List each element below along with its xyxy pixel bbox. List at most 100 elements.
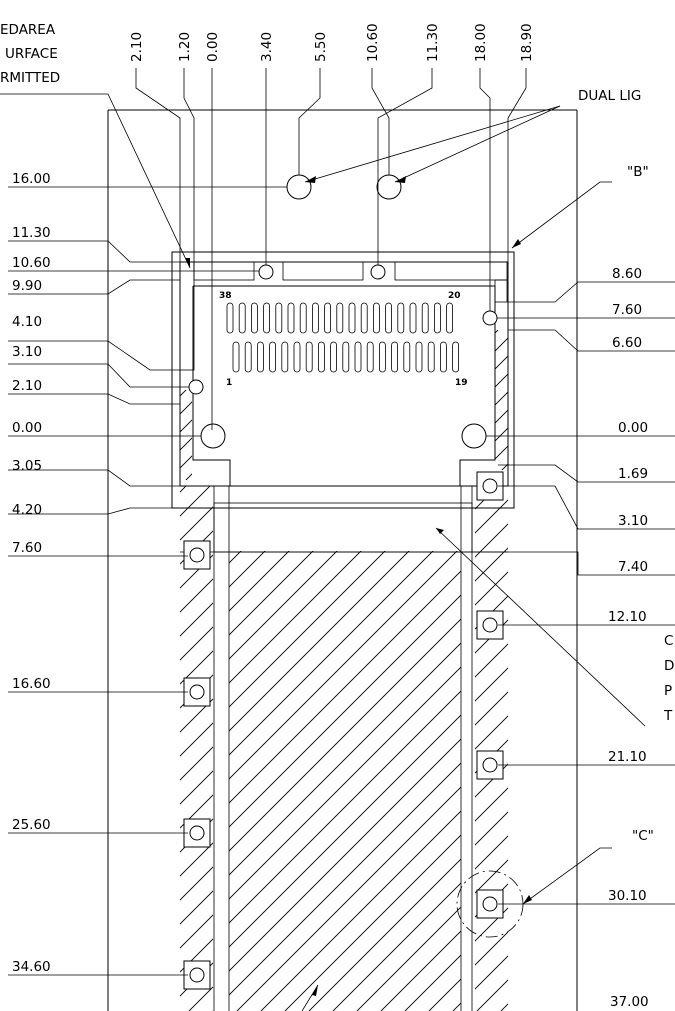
solder-tab-hole [189, 825, 205, 841]
contact-slot [256, 341, 264, 373]
contact-slot [385, 302, 393, 334]
solder-tab-hole [189, 547, 205, 563]
top-dimension-6: 11.30 [425, 23, 441, 62]
contact-slot [427, 341, 435, 373]
right-dimension-7: 12.10 [608, 609, 647, 625]
contact-slot [244, 341, 252, 373]
keepout-note-line1: EDAREA [0, 22, 56, 38]
left-dimension-0: 16.00 [12, 171, 51, 187]
flex-strip-hatch [180, 330, 508, 1011]
side-note-line3: P [664, 683, 672, 699]
contact-slot [433, 302, 441, 334]
solder-tab-hole [482, 617, 498, 633]
left-dimension-9: 4.20 [12, 502, 42, 518]
right-dimension-labels: 8.607.606.600.001.693.107.4012.1021.1030… [608, 266, 649, 1010]
solder-tab-hole [482, 757, 498, 773]
dual-light-hole-right [376, 174, 402, 200]
left-dimension-12: 25.60 [12, 817, 51, 833]
keepout-note-line3: RMITTED [0, 70, 60, 86]
left-dimension-7: 0.00 [12, 420, 42, 436]
contact-slot [452, 341, 460, 373]
contact-slot [409, 302, 417, 334]
dual-light-hole-left [286, 174, 312, 200]
left-dimension-13: 34.60 [12, 959, 51, 975]
left-dimension-labels: 16.0011.3010.609.904.103.102.100.003.054… [12, 171, 51, 975]
pin-20-label: 20 [448, 291, 461, 301]
top-dimension-2: 0.00 [205, 32, 221, 62]
detail-c-label: "C" [632, 828, 654, 844]
left-dimension-4: 4.10 [12, 314, 42, 330]
contact-slot [366, 341, 374, 373]
top-dimension-7: 18.00 [473, 23, 489, 62]
top-dimension-8: 18.90 [519, 23, 535, 62]
alignment-hole-left [200, 423, 226, 449]
contact-slot [317, 341, 325, 373]
keepout-note-line2: URFACE [5, 46, 58, 62]
side-note-line1: C [664, 633, 673, 649]
pin-number-labels: 38 20 1 19 [219, 291, 468, 388]
right-dimension-10: 37.00 [610, 994, 649, 1010]
top-dimension-5: 10.60 [365, 23, 381, 62]
left-dimension-1: 11.30 [12, 225, 51, 241]
dual-light-note: DUAL LIG [578, 88, 641, 104]
side-note-line4: T [663, 708, 673, 724]
pin-1-label: 1 [226, 378, 232, 388]
solder-tab-hole [482, 896, 498, 912]
right-dimension-8: 21.10 [608, 749, 647, 765]
contact-slots [226, 302, 460, 373]
left-dimension-8: 3.05 [12, 458, 42, 474]
contact-slot [378, 341, 386, 373]
detail-b-label: "B" [627, 164, 649, 180]
connector-outline [171, 251, 515, 1011]
contact-slot [391, 341, 399, 373]
contact-slot [342, 341, 350, 373]
top-dimension-4: 5.50 [313, 32, 329, 62]
contact-slot [397, 302, 405, 334]
left-dimension-11: 16.60 [12, 676, 51, 692]
contact-slot [232, 341, 240, 373]
left-dimension-6: 2.10 [12, 378, 42, 394]
contact-slot [275, 302, 283, 334]
contact-slot [305, 341, 313, 373]
contact-slot [372, 302, 380, 334]
contact-slot [263, 302, 271, 334]
contact-slot [287, 302, 295, 334]
right-dimension-5: 3.10 [618, 513, 648, 529]
pin-38-label: 38 [219, 291, 232, 301]
right-dimension-6: 7.40 [618, 559, 648, 575]
right-dimension-1: 7.60 [612, 302, 642, 318]
contact-slot [421, 302, 429, 334]
left-dimension-2: 10.60 [12, 255, 51, 271]
right-dimension-2: 6.60 [612, 335, 642, 351]
pcb-outline [107, 109, 578, 1011]
contact-slot [299, 302, 307, 334]
side-note-line2: D [664, 658, 674, 674]
top-dimension-3: 3.40 [259, 32, 275, 62]
contact-slot [446, 302, 454, 334]
top-dimension-0: 2.10 [129, 32, 145, 62]
top-dimension-1: 1.20 [177, 32, 193, 62]
contact-slot [403, 341, 411, 373]
contact-slot [250, 302, 258, 334]
right-dimension-4: 1.69 [618, 466, 648, 482]
solder-tab-hole [189, 967, 205, 983]
top-dimension-labels: 2.10 1.20 0.00 3.40 5.50 10.60 11.30 18.00 18.90 [129, 23, 535, 62]
solder-tab-hole [482, 478, 498, 494]
contact-slot [360, 302, 368, 334]
contact-slot [415, 341, 423, 373]
left-dimension-5: 3.10 [12, 344, 42, 360]
contact-slot [324, 302, 332, 334]
contact-slot [330, 341, 338, 373]
contact-slot [439, 341, 447, 373]
notes: EDAREA URFACE RMITTED DUAL LIG "B" "C" C… [0, 22, 674, 844]
right-dimension-9: 30.10 [608, 888, 647, 904]
contact-slot [226, 302, 234, 334]
contact-slot [269, 341, 277, 373]
mounting-holes [188, 174, 524, 938]
pin-19-label: 19 [455, 378, 468, 388]
contact-slot [354, 341, 362, 373]
contact-slot [348, 302, 356, 334]
contact-slot [281, 341, 289, 373]
solder-tab-hole [189, 684, 205, 700]
